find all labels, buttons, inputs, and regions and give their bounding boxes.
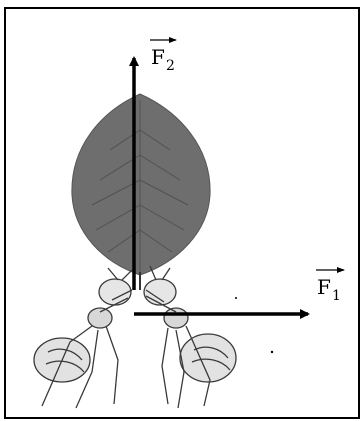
ant-left-icon: [34, 268, 132, 408]
f1-symbol: F: [317, 275, 331, 299]
f2-subscript: 2: [166, 58, 175, 74]
leaf-icon: [72, 94, 210, 290]
vector-f1-label: F 1: [316, 270, 344, 304]
speck: [235, 297, 237, 299]
f1-subscript: 1: [332, 288, 341, 304]
speck: [271, 351, 273, 353]
vector-f2-label: F 2: [150, 40, 176, 74]
ant-right-icon: [144, 266, 236, 408]
f2-symbol: F: [151, 45, 165, 69]
